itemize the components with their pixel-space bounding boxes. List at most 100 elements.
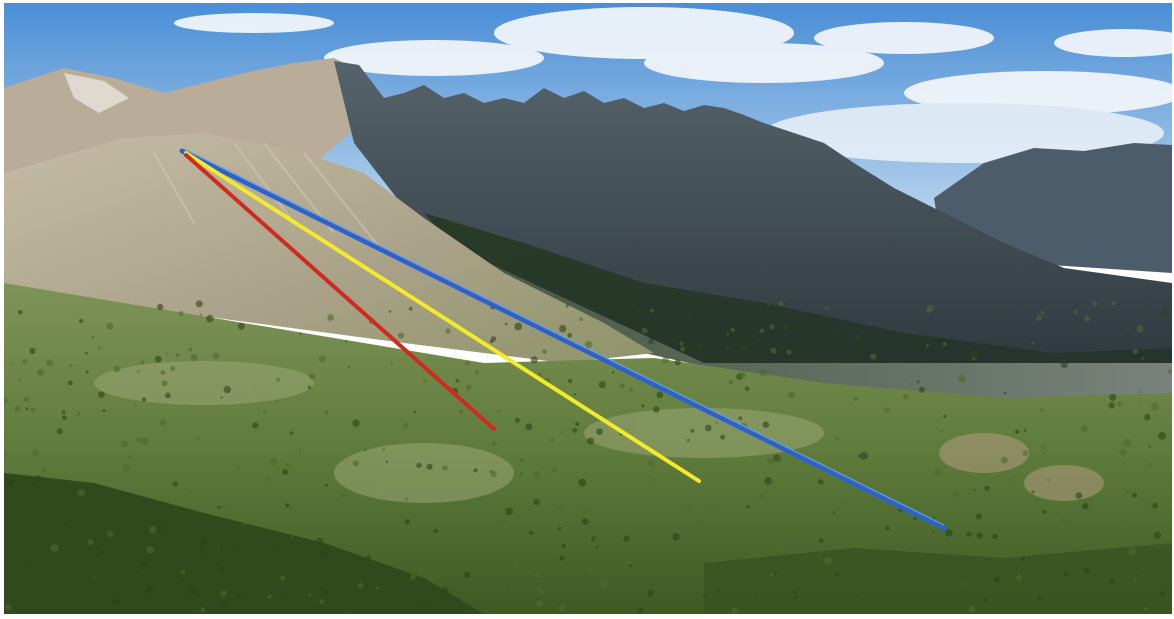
tree-dot [92, 575, 96, 579]
tree-dot [6, 479, 14, 486]
tree-dot [1135, 567, 1138, 570]
tree-dot [106, 322, 114, 330]
tree-dot [122, 464, 130, 472]
tree-dot [1063, 570, 1069, 577]
tree-dot [1020, 557, 1026, 562]
tree-dot [629, 387, 633, 392]
clouds [174, 7, 1172, 163]
tree-dot [854, 333, 861, 341]
tree-dot [984, 485, 990, 491]
tree-dot [1041, 310, 1045, 315]
tree-dot [467, 390, 470, 393]
tree-dot [1153, 531, 1162, 539]
tree-dot [992, 533, 998, 540]
tree-dot [327, 314, 334, 321]
tree-dot [550, 438, 555, 443]
tree-dot [366, 554, 372, 560]
tree-dot [408, 306, 413, 311]
tree-dot [883, 407, 890, 414]
tree-dot [62, 415, 67, 421]
tree-dot [497, 409, 500, 413]
tree-dot [275, 548, 279, 552]
tree-dot [1061, 550, 1064, 554]
tree-dot [212, 352, 220, 360]
tree-dot [35, 475, 42, 482]
tree-dot [696, 520, 703, 526]
tree-dot [764, 477, 772, 485]
yellow-line [184, 151, 701, 483]
tree-dot [275, 399, 279, 403]
tree-dot [283, 596, 287, 600]
tree-dot [413, 410, 416, 414]
tree-dot [490, 471, 497, 478]
tree-dot [504, 587, 508, 591]
tree-dot [759, 328, 765, 334]
tree-dot [824, 557, 832, 565]
tree-dot [206, 314, 214, 323]
tree-dot [233, 544, 238, 548]
shaded-valley [424, 213, 1172, 403]
tree-dot [235, 465, 240, 469]
tree-dot [596, 428, 603, 435]
tree-dot [786, 349, 792, 355]
tree-dot [787, 391, 795, 399]
tree-dot [637, 608, 644, 614]
tree-dot [573, 393, 576, 396]
tree-dot [572, 428, 578, 433]
tree-dot [1108, 578, 1115, 584]
tree-dot [149, 526, 157, 534]
tree-dot [220, 504, 224, 508]
tree-dot [102, 409, 106, 413]
tree-dot [69, 526, 73, 529]
tree-dot [178, 311, 184, 316]
tree-dot [730, 327, 735, 333]
tree-dot [1041, 445, 1046, 450]
tree-dot [282, 469, 289, 475]
tree-dot [236, 591, 242, 598]
tree-dot [596, 545, 599, 549]
tree-dot [121, 440, 128, 448]
tree-dot [561, 431, 564, 433]
tree-dot [849, 401, 852, 404]
tree-dot [641, 327, 648, 334]
tree-dot [759, 368, 768, 377]
tree-dot [818, 538, 824, 544]
tree-dot [140, 562, 147, 570]
tree-dot [1036, 314, 1043, 321]
tree-dot [578, 478, 587, 487]
tree-dot [318, 355, 326, 363]
tree-dot [1060, 360, 1069, 369]
tree-dot [325, 483, 329, 487]
tree-dot [134, 403, 137, 407]
tree-dot [489, 469, 493, 474]
tree-dot [11, 362, 14, 365]
tree-dot [252, 422, 259, 429]
tree-dot [46, 359, 54, 367]
tree-dot [352, 419, 360, 427]
tree-dot [1075, 492, 1083, 499]
tree-dot [551, 466, 558, 473]
tree-dot [172, 481, 178, 487]
tree-dot [674, 359, 681, 366]
tree-dot [993, 576, 1001, 583]
tree-dot [533, 498, 540, 506]
tree-dot [934, 469, 942, 477]
tree-dot [568, 378, 573, 384]
tree-dot [535, 600, 544, 608]
tree-dot [1145, 500, 1150, 506]
tree-dot [30, 407, 36, 413]
tree-dot [1031, 341, 1035, 345]
tree-dot [322, 589, 329, 596]
tree-dot [243, 521, 247, 526]
tree-dot [1146, 303, 1149, 306]
tree-dot [375, 586, 379, 590]
tree-dot [200, 539, 207, 546]
tree-dot [22, 359, 28, 365]
tree-dot [995, 311, 998, 314]
tree-dot [402, 422, 409, 429]
tree-dot [901, 527, 905, 532]
tree-dot [525, 423, 533, 431]
tree-dot [943, 414, 947, 418]
tree-dot [324, 410, 329, 415]
